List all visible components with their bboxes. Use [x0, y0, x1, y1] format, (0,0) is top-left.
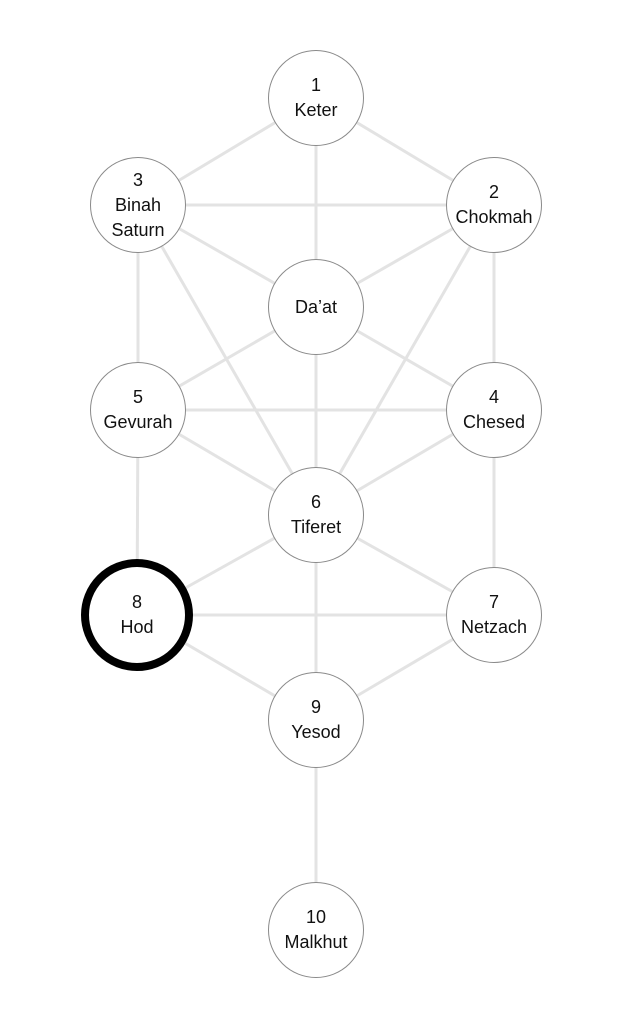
- sephirah-extra: Saturn: [111, 219, 165, 240]
- sephirah-daat[interactable]: Da’at: [268, 259, 364, 355]
- sephirah-number: 2: [488, 182, 499, 202]
- sephirah-number: 1: [310, 75, 321, 95]
- sephirah-name: Tiferet: [290, 517, 342, 537]
- sephirah-name: Yesod: [291, 722, 341, 742]
- sephirah-number: 3: [132, 169, 143, 190]
- sephirah-number: 4: [488, 387, 499, 407]
- sephirah-number: 8: [131, 592, 142, 612]
- sephirah-name: Chesed: [462, 412, 526, 432]
- sephirah-name: Malkhut: [284, 932, 348, 952]
- sephirah-number: 6: [310, 492, 321, 512]
- sephirah-name: Gevurah: [103, 412, 173, 432]
- sephirah-name: Binah: [114, 194, 162, 215]
- sephirah-number: 5: [132, 387, 143, 407]
- sephirah-name: Netzach: [460, 617, 528, 637]
- sephirah-name: Da’at: [294, 296, 338, 317]
- sephirah-number: 9: [310, 697, 321, 717]
- sephirah-name: Chokmah: [455, 207, 533, 227]
- sephirah-number: 10: [305, 907, 327, 927]
- sephirah-name: Keter: [294, 100, 338, 120]
- sephirah-name: Hod: [120, 617, 154, 637]
- sephirah-number: 7: [488, 592, 499, 612]
